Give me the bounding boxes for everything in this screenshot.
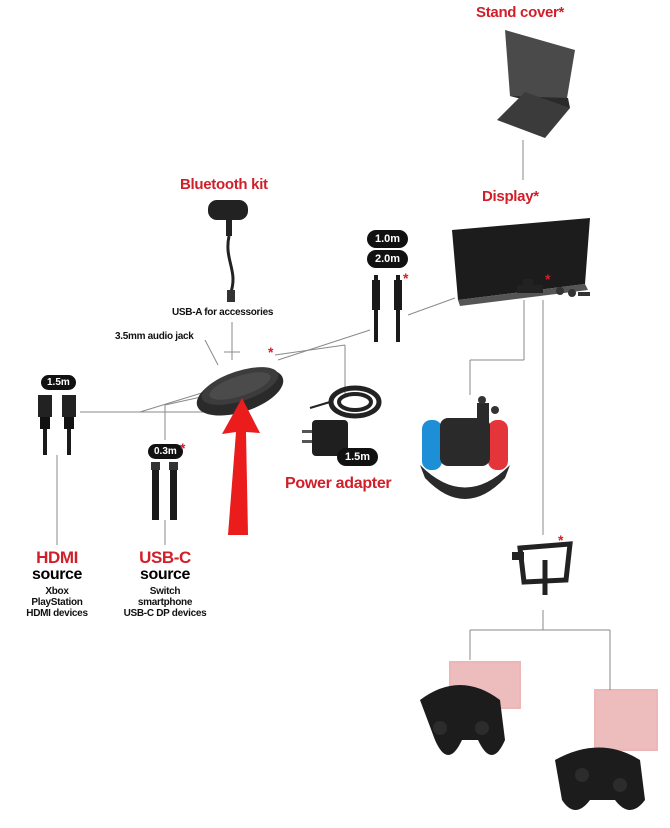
hdmi-device-playstation: PlayStation bbox=[31, 597, 83, 608]
xbox-controller-device bbox=[555, 689, 658, 810]
usbc-source-cable-length: 0.3m bbox=[148, 444, 183, 459]
stand-cover-device bbox=[497, 30, 575, 138]
usbc-title: USB-C bbox=[139, 548, 191, 567]
hdmi-cables bbox=[38, 395, 76, 455]
controller-mount-device bbox=[512, 541, 573, 595]
usbc-source-cables bbox=[151, 462, 178, 520]
hdmi-source-text: source bbox=[31, 566, 83, 583]
asterisk-marks: * * * * bbox=[268, 270, 564, 548]
power-adapter-device bbox=[302, 385, 382, 456]
hdmi-device-xbox: Xbox bbox=[45, 586, 69, 597]
stand-cover-label: Stand cover* bbox=[476, 4, 565, 21]
hdmi-title: HDMI bbox=[36, 548, 78, 567]
usbc-source-asterisk: * bbox=[180, 440, 186, 456]
joycon-grip-device bbox=[420, 396, 510, 499]
display-label: Display* bbox=[482, 188, 539, 205]
playstation-controller-device bbox=[420, 661, 521, 755]
usbc-device-switch: Switch bbox=[149, 586, 181, 597]
usbc-device-smartphone: smartphone bbox=[137, 597, 193, 608]
cable-length-1m: 1.0m bbox=[367, 230, 409, 248]
usb-a-label: USB-A for accessories bbox=[172, 307, 274, 318]
display-device bbox=[452, 218, 590, 306]
hdmi-source-block: HDMI source Xbox PlayStation HDMI device… bbox=[22, 548, 92, 619]
usbc-source-block: USB-C source Switch smartphone USB-C DP … bbox=[120, 548, 210, 619]
display-parts-asterisk: * bbox=[545, 271, 551, 287]
hub-device bbox=[196, 367, 284, 416]
audio-jack-label: 3.5mm audio jack bbox=[115, 331, 194, 342]
display-cable-asterisk: * bbox=[403, 270, 409, 286]
cable-length-2m: 2.0m bbox=[367, 250, 409, 268]
bluetooth-kit-label: Bluetooth kit bbox=[180, 176, 268, 193]
pointer-arrow bbox=[222, 398, 260, 535]
power-cable-length: 1.5m bbox=[337, 448, 379, 466]
display-cables bbox=[372, 275, 402, 342]
hub-asterisk: * bbox=[268, 344, 274, 360]
mount-asterisk: * bbox=[558, 532, 564, 548]
usbc-device-dp: USB-C DP devices bbox=[123, 608, 207, 619]
usbc-source-text: source bbox=[139, 566, 191, 583]
bluetooth-kit-device bbox=[208, 200, 248, 302]
connector-lines bbox=[56, 140, 611, 690]
hdmi-cable-length: 1.5m bbox=[41, 375, 76, 390]
power-adapter-label: Power adapter bbox=[285, 475, 392, 492]
hdmi-device-other: HDMI devices bbox=[26, 608, 88, 619]
